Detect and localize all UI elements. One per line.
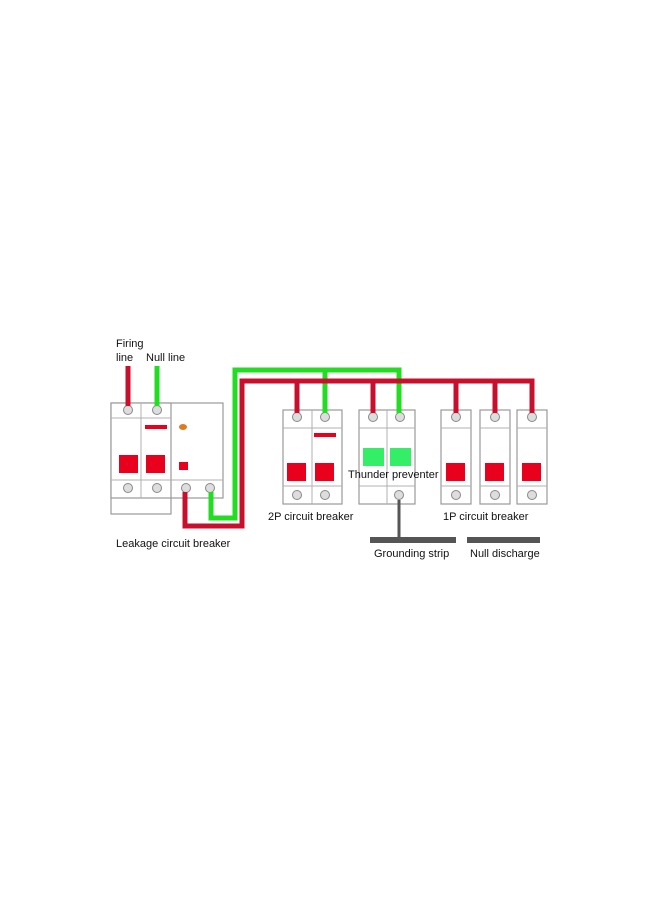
terminal-screw-icon xyxy=(451,412,461,422)
leakage-breaker-label: Leakage circuit breaker xyxy=(116,538,231,550)
toggle-switch-icon xyxy=(485,463,504,481)
null-discharge-bar xyxy=(467,537,540,543)
terminal-screw-icon xyxy=(320,412,330,422)
terminal-screw-icon xyxy=(152,483,162,493)
toggle-switch-icon xyxy=(119,455,138,473)
test-button-icon xyxy=(179,462,188,470)
terminal-screw-icon xyxy=(368,412,378,422)
terminal-screw-icon xyxy=(490,412,500,422)
firing-line-label-1: Firing xyxy=(116,338,144,350)
grounding-strip-bar xyxy=(370,537,456,543)
1p-body xyxy=(440,409,472,505)
toggle-switch-icon xyxy=(287,463,306,481)
toggle-switch-icon xyxy=(446,463,465,481)
terminal-screw-icon xyxy=(451,490,461,500)
terminal-screw-icon xyxy=(527,490,537,500)
fire-distribution-wire xyxy=(182,378,535,529)
1p-circuit-breaker-3 xyxy=(516,409,548,505)
leakage-label-bar xyxy=(145,425,167,429)
terminal-screw-icon xyxy=(292,412,302,422)
1p-circuit-breaker-1 xyxy=(440,409,472,505)
grounding-strip-label: Grounding strip xyxy=(374,548,450,560)
indicator-light-icon xyxy=(179,424,187,430)
terminal-screw-icon xyxy=(123,483,133,493)
terminal-screw-icon xyxy=(527,412,537,422)
surge-module-icon xyxy=(363,448,384,466)
terminal-screw-icon xyxy=(394,490,404,500)
thunder-preventer xyxy=(358,409,416,505)
thunder-preventer-label: Thunder preventer xyxy=(348,469,439,481)
null-discharge-label: Null discharge xyxy=(470,548,540,560)
terminal-screw-icon xyxy=(490,490,500,500)
2p-circuit-breaker xyxy=(282,409,343,505)
terminal-screw-icon xyxy=(181,483,191,493)
1p-body xyxy=(479,409,511,505)
terminal-screw-icon xyxy=(205,483,215,493)
terminal-screw-icon xyxy=(152,405,162,415)
null-distribution-wire xyxy=(208,367,402,521)
1p-breaker-label: 1P circuit breaker xyxy=(443,511,529,523)
firing-line-label-2: line xyxy=(116,352,134,364)
2p-breaker-label: 2P circuit breaker xyxy=(268,511,354,523)
terminal-screw-icon xyxy=(292,490,302,500)
terminal-screw-icon xyxy=(123,405,133,415)
toggle-switch-icon xyxy=(146,455,165,473)
leakage-circuit-breaker xyxy=(110,402,224,515)
null-line-label: Null line xyxy=(146,352,186,364)
1p-circuit-breaker-2 xyxy=(479,409,511,505)
toggle-switch-icon xyxy=(315,463,334,481)
toggle-switch-icon xyxy=(522,463,541,481)
leakage-module-body xyxy=(110,402,224,499)
label-bar xyxy=(314,433,336,437)
terminal-screw-icon xyxy=(395,412,405,422)
surge-module-icon xyxy=(390,448,411,466)
terminal-screw-icon xyxy=(320,490,330,500)
1p-body xyxy=(516,409,548,505)
